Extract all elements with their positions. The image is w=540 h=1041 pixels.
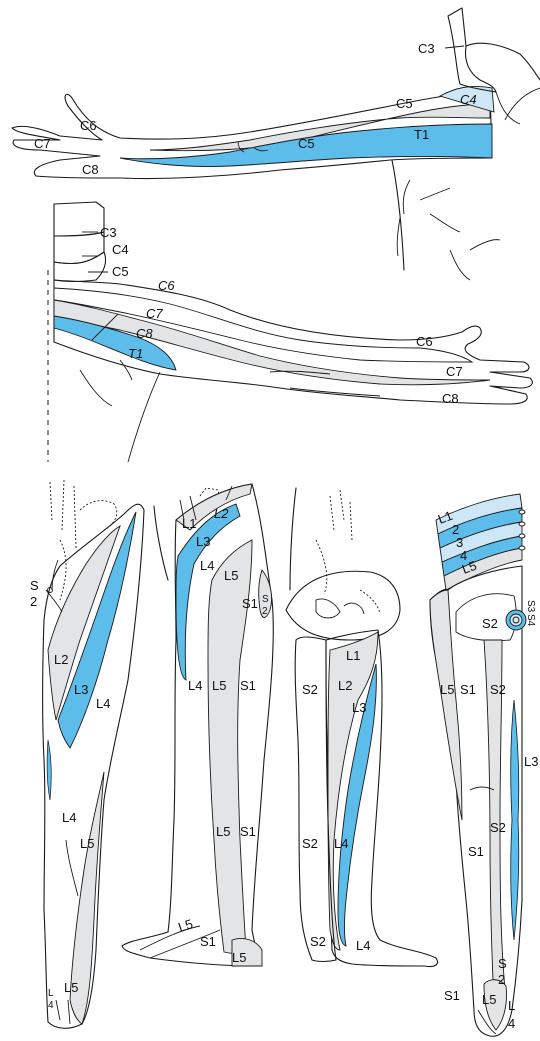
label-l2-lateral: L2 (214, 506, 229, 521)
arm-posterior-view: C3 C4 C5 C5 T1 C6 C7 C8 (12, 8, 540, 280)
label-c3-posterior: C3 (418, 41, 435, 56)
label-c5-shoulder-posterior: C5 (396, 96, 413, 111)
label-s1-lateral-foot: S1 (200, 934, 216, 949)
label-l5-lateral-heel: L5 (232, 950, 246, 965)
label-s1-posterior-calf: S1 (468, 844, 484, 859)
label-l3-posterior-side: L3 (524, 754, 538, 769)
label-l2-anterior: L2 (54, 652, 68, 667)
label-l5-lateral-foot: L5 (176, 916, 194, 935)
label-s2-medial-thigh: S2 (302, 682, 318, 697)
label-l5-anterior-foot: L5 (64, 980, 78, 995)
label-s2-posterior-heel-n: 2 (498, 972, 505, 987)
label-s1-lateral-hip: S1 (242, 596, 258, 611)
leg-posterior-view: L1 2 3 4 L5 S2 S3 S4 L5 S1 S2 L3 S2 S1 S… (430, 494, 538, 1036)
label-s2-anterior-s: S (30, 578, 39, 593)
label-l3-medial: L3 (352, 700, 366, 715)
label-l5-lateral-knee: L5 (212, 678, 226, 693)
label-c8-anterior-upper: C8 (136, 326, 153, 341)
label-c6-posterior: C6 (80, 118, 97, 133)
label-l4-posterior-foot-l: L (508, 998, 515, 1013)
label-c7-anterior-hand: C7 (446, 364, 463, 379)
label-l2-medial: L2 (338, 678, 352, 693)
leg-medial-view: L1 L2 L3 S2 S2 L4 S2 L4 (286, 488, 438, 967)
label-l4-lateral-hip: L4 (200, 558, 214, 573)
label-s2-lateral-s: S (262, 594, 269, 605)
label-s2-medial-foot: S2 (310, 934, 326, 949)
arm-posterior-c3-neck (448, 8, 496, 92)
label-l1-lateral: L1 (182, 516, 196, 531)
label-c8-anterior-hand: C8 (442, 391, 459, 406)
label-l4-anterior-thigh: L4 (96, 696, 110, 711)
leg-lateral-view: L1 L2 L3 L4 L5 S1 S 2 L4 L5 S1 L5 S1 L5 … (122, 484, 273, 966)
label-l5-lateral-calf: L5 (216, 824, 230, 839)
label-l5-anterior-shin: L5 (80, 836, 94, 851)
label-l4-anterior-foot-n: 4 (48, 1000, 54, 1011)
label-l4-medial-foot: L4 (356, 938, 370, 953)
label-l3-lateral: L3 (196, 534, 210, 549)
label-c5-arm-posterior: C5 (298, 136, 315, 151)
label-c7-anterior-upper: C7 (146, 306, 163, 321)
label-l4-anterior-shin: L4 (62, 810, 76, 825)
arm-anterior-c4 (54, 232, 104, 264)
label-s1-posterior-thigh: S1 (460, 682, 476, 697)
label-c4-posterior: C4 (460, 92, 477, 107)
label-s2-posterior-buttock: S2 (482, 616, 498, 631)
label-l3-anterior: L3 (74, 682, 88, 697)
label-l4-posterior-foot-n: 4 (508, 1016, 515, 1031)
label-t1-posterior: T1 (414, 127, 429, 142)
label-c3-anterior: C3 (100, 225, 117, 240)
label-l5-lateral-hip: L5 (224, 568, 238, 583)
label-s1-lateral-knee: S1 (240, 678, 256, 693)
label-c6-anterior-upper: C6 (158, 278, 175, 293)
label-c6-anterior-hand: C6 (416, 334, 433, 349)
label-s2-posterior-calf: S2 (490, 820, 506, 835)
label-s1-lateral-calf: S1 (240, 824, 256, 839)
arm-anterior-c3-neck (54, 202, 104, 236)
label-c8-posterior: C8 (82, 162, 99, 177)
label-s4-posterior: S4 (525, 614, 536, 627)
label-l4-anterior-foot-l: L (48, 988, 54, 999)
label-l5-posterior-thigh: L5 (440, 682, 454, 697)
label-s2-posterior-thigh: S2 (490, 682, 506, 697)
label-l4-lateral-knee: L4 (188, 678, 202, 693)
label-s2-lateral-n: 2 (262, 606, 268, 617)
label-l5-posterior-foot: L5 (482, 992, 496, 1007)
label-c4-anterior: C4 (112, 242, 129, 257)
leg-anterior-view: S 2 L2 L3 L4 L4 L5 L5 L 4 (30, 480, 144, 1028)
label-t1-anterior: T1 (128, 346, 143, 361)
label-s2-posterior-heel-s: S (498, 956, 507, 971)
label-s1-posterior-foot: S1 (444, 988, 460, 1003)
label-s2-medial-calf: S2 (302, 836, 318, 851)
label-s2-anterior-n: 2 (30, 594, 37, 609)
leg-anterior-l4-strip (47, 740, 51, 800)
label-l4-medial-calf: L4 (334, 836, 348, 851)
label-c5-anterior: C5 (112, 264, 129, 279)
leg-posterior-l3-side (511, 700, 519, 940)
label-c7-posterior: C7 (34, 136, 51, 151)
label-s3-posterior: S3 (525, 600, 536, 613)
arm-anterior-view: C3 C4 C5 C6 C7 C8 T1 C6 C7 C8 (48, 202, 532, 462)
label-l1-medial: L1 (346, 648, 360, 663)
